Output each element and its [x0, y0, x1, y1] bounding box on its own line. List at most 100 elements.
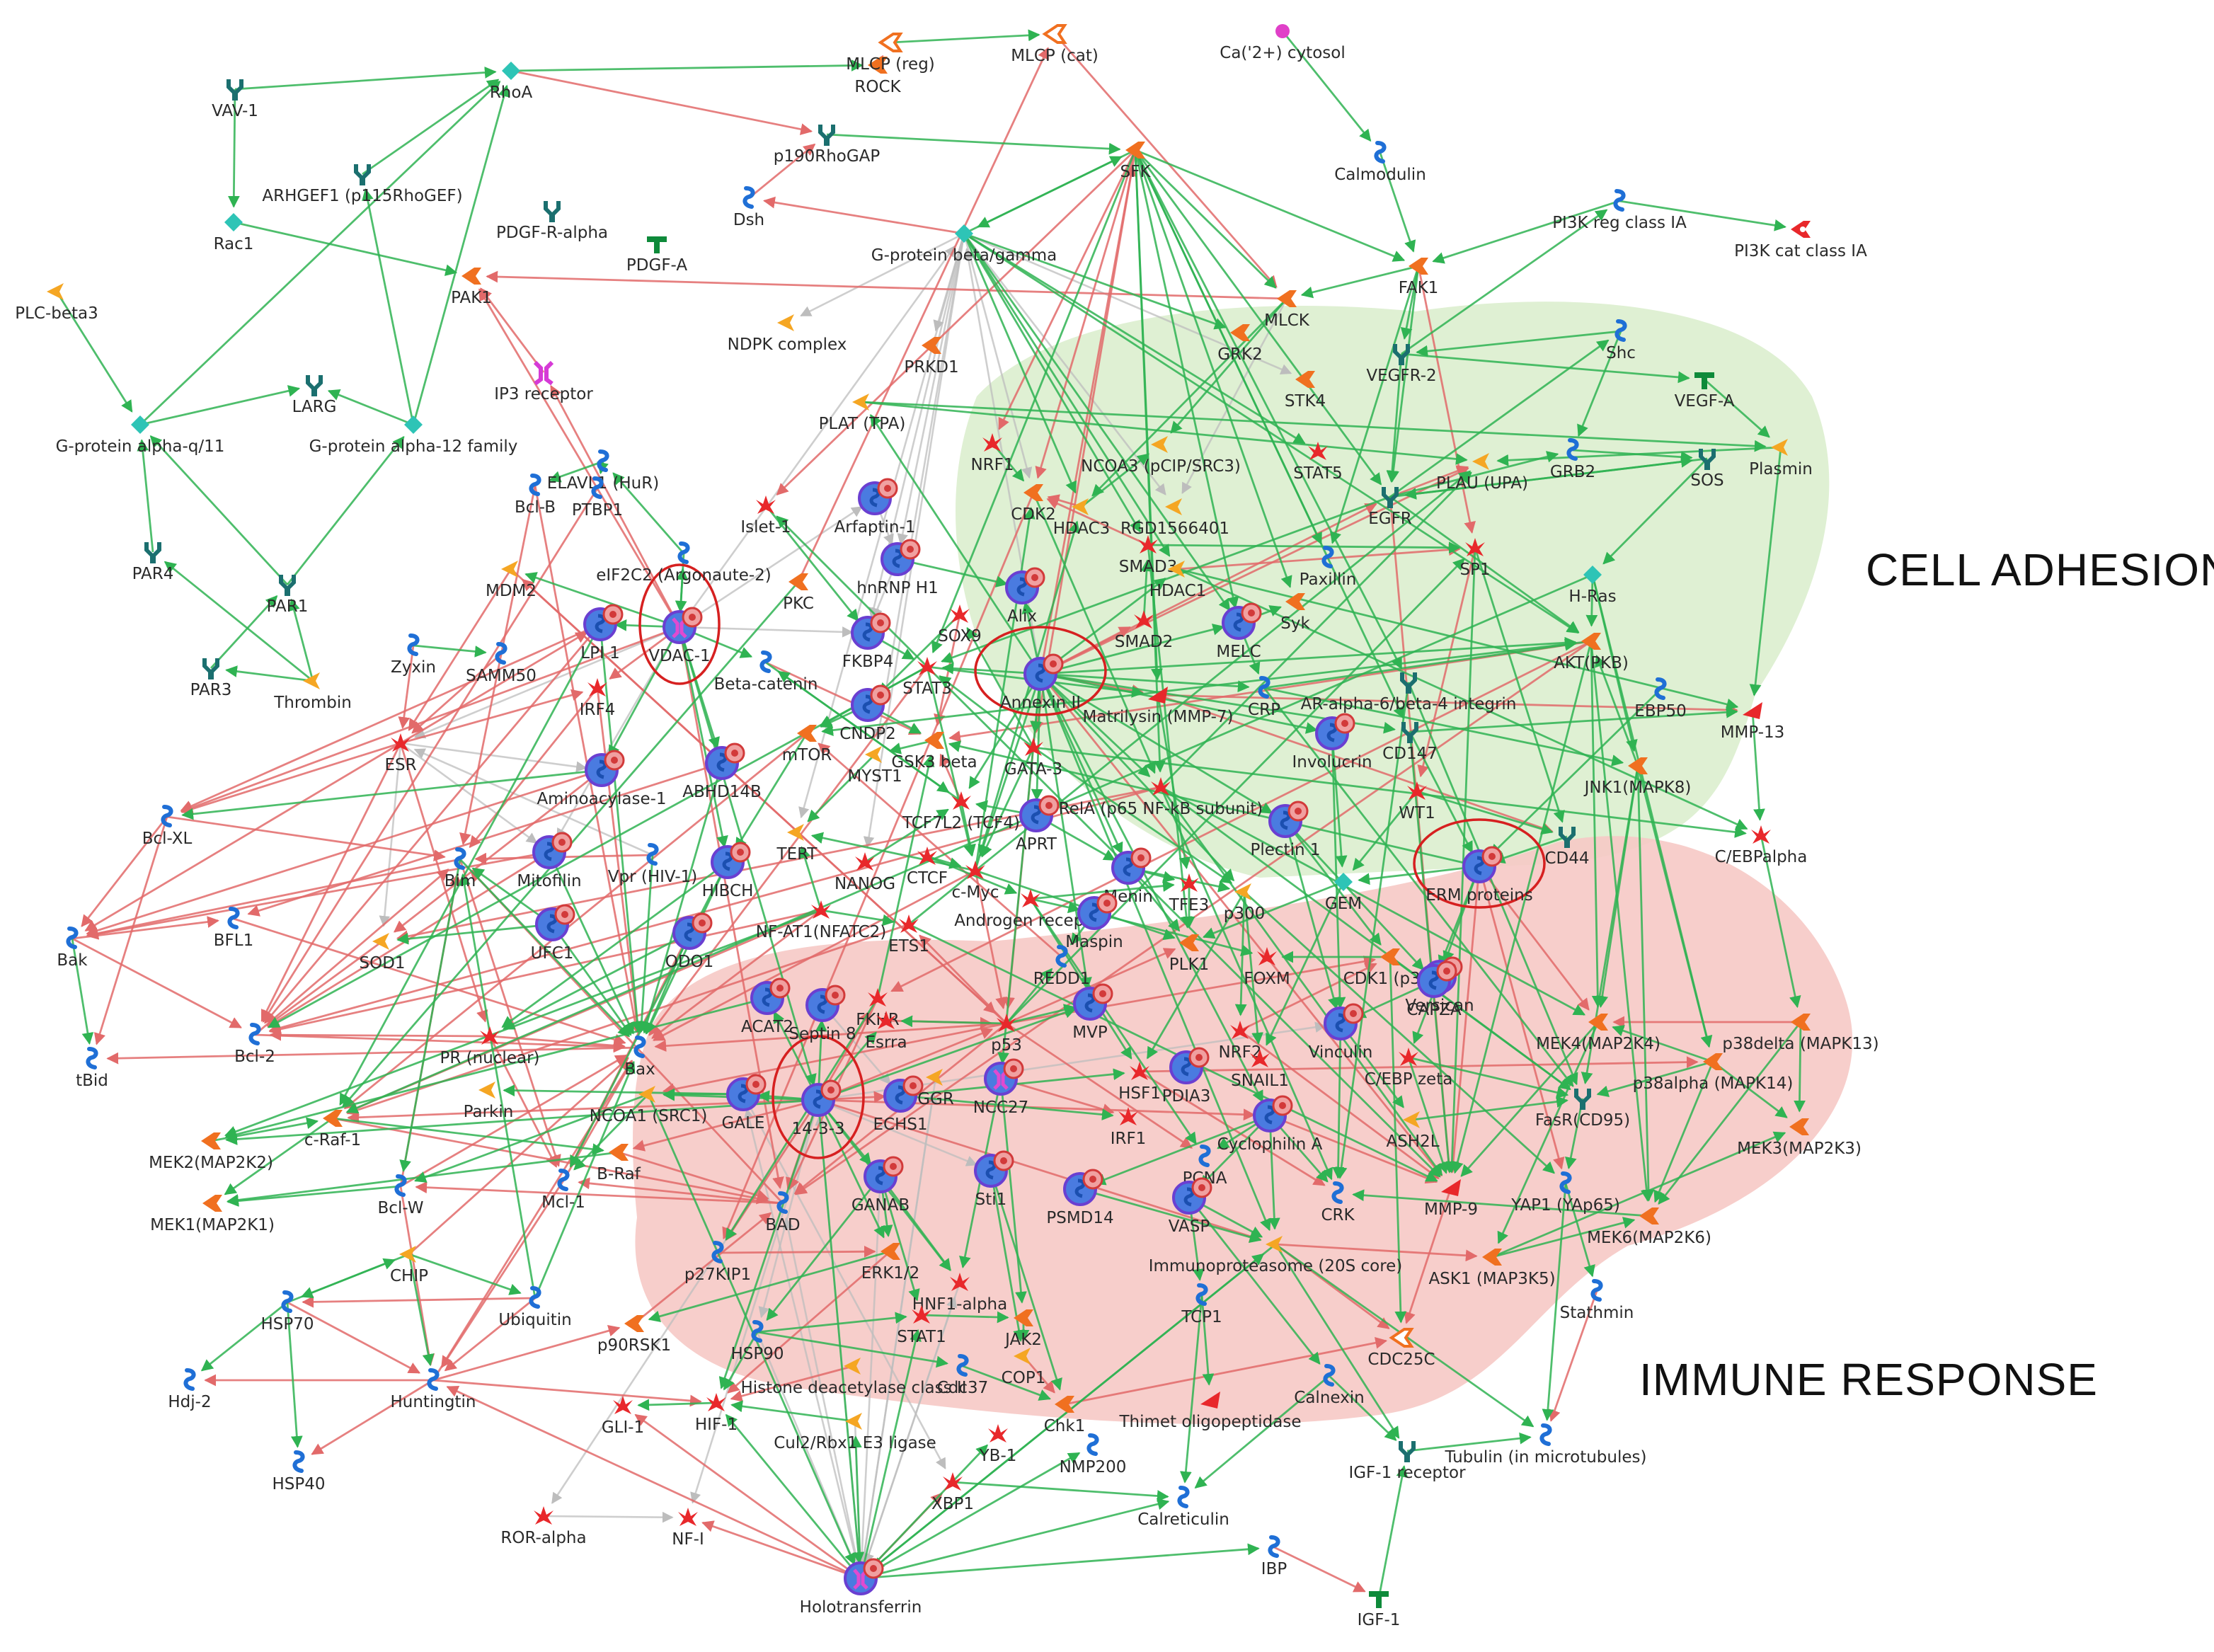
node-stat3[interactable]: STAT3 — [902, 657, 952, 698]
node-rela[interactable]: RelA (p65 NF-kB subunit) — [1059, 777, 1263, 818]
node-p90rsk1[interactable]: p90RSK1 — [597, 1315, 671, 1355]
node-hif1[interactable]: HIF-1 — [695, 1393, 738, 1434]
node-hsf1[interactable]: HSF1 — [1118, 1062, 1161, 1103]
node-ncoa1[interactable]: NCOA1 (SRC1) — [590, 1086, 708, 1125]
node-stat5[interactable]: STAT5 — [1293, 442, 1343, 483]
node-tert[interactable]: TERT — [776, 824, 818, 864]
node-crp[interactable]: CRP — [1248, 676, 1280, 719]
node-ca[interactable]: Ca('2+) cytosol — [1220, 24, 1346, 62]
node-fak1[interactable]: FAK1 — [1399, 258, 1439, 297]
node-nfi[interactable]: NF-I — [672, 1508, 704, 1549]
node-rora[interactable]: ROR-alpha — [500, 1506, 587, 1547]
node-tfe3[interactable]: TFE3 — [1169, 873, 1209, 914]
node-prnuc[interactable]: PR (nuclear) — [440, 1026, 540, 1067]
node-bfl1[interactable]: BFL1 — [214, 907, 253, 950]
node-tcf7l2[interactable]: TCF7L2 (TCF4) — [902, 791, 1020, 832]
node-ask1[interactable]: ASK1 (MAP3K5) — [1428, 1249, 1556, 1288]
node-fkbp4[interactable]: FKBP4 — [842, 612, 894, 671]
node-erk12[interactable]: ERK1/2 — [861, 1243, 920, 1283]
node-thrombin[interactable]: Thrombin — [273, 672, 352, 712]
node-bclb[interactable]: Bcl-B — [515, 474, 556, 517]
node-gsk3b[interactable]: GSK3 beta — [891, 732, 977, 771]
node-grb2[interactable]: GRB2 — [1550, 438, 1595, 481]
node-cdc37[interactable]: Cdc37 — [937, 1354, 989, 1397]
node-arhgef1[interactable]: ARHGEF1 (p115RhoGEF) — [262, 164, 463, 205]
node-sti1[interactable]: Sti1 — [974, 1150, 1014, 1209]
node-pi3kreg[interactable]: PI3K reg class IA — [1552, 189, 1687, 232]
node-alix[interactable]: Alix — [1005, 567, 1045, 626]
node-crk[interactable]: CRK — [1321, 1181, 1355, 1224]
node-calreticulin[interactable]: Calreticulin — [1137, 1486, 1229, 1529]
node-bak[interactable]: Bak — [57, 927, 88, 970]
node-hibch[interactable]: HIBCH — [702, 842, 754, 900]
node-pkc[interactable]: PKC — [783, 573, 814, 613]
node-p27[interactable]: p27KIP1 — [684, 1241, 751, 1284]
node-nrf1[interactable]: NRF1 — [970, 433, 1014, 474]
node-hsp90[interactable]: HSP90 — [730, 1320, 784, 1363]
node-holotransferrin[interactable]: Holotransferrin — [800, 1558, 922, 1617]
node-stat1[interactable]: STAT1 — [897, 1305, 946, 1346]
node-rgd[interactable]: RGD1566401 — [1120, 498, 1229, 538]
node-chip[interactable]: CHIP — [390, 1246, 428, 1285]
node-redd1[interactable]: REDD1 — [1033, 945, 1091, 988]
node-annexin2[interactable]: Annexin II — [1000, 653, 1081, 712]
node-prkd1[interactable]: PRKD1 — [904, 337, 959, 377]
node-dsh[interactable]: Dsh — [733, 186, 764, 229]
node-bclw[interactable]: Bcl-W — [378, 1174, 424, 1217]
node-mvp[interactable]: MVP — [1072, 983, 1113, 1042]
node-larg[interactable]: LARG — [292, 375, 337, 416]
node-igf1[interactable]: IGF-1 — [1358, 1591, 1401, 1629]
node-rac1[interactable]: Rac1 — [214, 213, 254, 253]
node-hsp40[interactable]: HSP40 — [272, 1450, 326, 1493]
node-nanog[interactable]: NANOG — [834, 852, 895, 893]
node-egfr[interactable]: EGFR — [1368, 487, 1412, 528]
node-eif2c2[interactable]: eIF2C2 (Argonaute-2) — [596, 541, 772, 585]
node-cd44[interactable]: CD44 — [1544, 827, 1590, 868]
node-craf[interactable]: c-Raf-1 — [304, 1110, 361, 1149]
node-nmp200[interactable]: NMP200 — [1060, 1433, 1127, 1476]
node-ebp50[interactable]: EBP50 — [1634, 677, 1687, 721]
node-tbid[interactable]: tBid — [76, 1047, 108, 1090]
node-gata3[interactable]: GATA-3 — [1004, 738, 1062, 779]
node-cebpz[interactable]: C/EBP zeta — [1365, 1048, 1453, 1089]
node-cd147[interactable]: CD147 — [1382, 722, 1438, 763]
node-plasmin[interactable]: Plasmin — [1749, 439, 1813, 478]
node-mdm2[interactable]: MDM2 — [486, 561, 537, 600]
node-yb1[interactable]: YB-1 — [979, 1424, 1017, 1465]
node-septin8[interactable]: Septin 8 — [788, 985, 856, 1043]
node-pdgfa[interactable]: PDGF-A — [626, 236, 687, 275]
node-par1[interactable]: PAR1 — [267, 575, 309, 616]
node-irf1[interactable]: IRF1 — [1111, 1107, 1147, 1148]
node-abhd14b[interactable]: ABHD14B — [682, 742, 762, 801]
node-xbp1[interactable]: XBP1 — [931, 1472, 974, 1513]
node-sod1[interactable]: SOD1 — [359, 933, 406, 973]
node-hdj2[interactable]: Hdj-2 — [168, 1368, 212, 1411]
node-cdk2[interactable]: CDK2 — [1011, 484, 1056, 524]
node-vav1[interactable]: VAV-1 — [212, 79, 258, 120]
node-maspin[interactable]: Maspin — [1065, 893, 1123, 951]
node-echs1[interactable]: ECHS1 — [873, 1075, 928, 1134]
node-p190[interactable]: p190RhoGAP — [774, 125, 881, 166]
node-smad3[interactable]: SMAD3 — [1119, 535, 1178, 576]
node-wt1[interactable]: WT1 — [1399, 781, 1435, 822]
node-stk4[interactable]: STK4 — [1285, 371, 1326, 411]
node-mek3[interactable]: MEK3(MAP2K3) — [1737, 1118, 1862, 1158]
node-tubulin[interactable]: Tubulin (in microtubules) — [1445, 1423, 1647, 1467]
node-immuno[interactable]: Immunoproteasome (20S core) — [1149, 1236, 1403, 1275]
node-acat2[interactable]: ACAT2 — [741, 977, 793, 1036]
node-bcl2[interactable]: Bcl-2 — [234, 1023, 275, 1066]
node-esr[interactable]: ESR — [384, 733, 417, 774]
node-plectin[interactable]: Plectin 1 — [1251, 801, 1321, 859]
node-ctcf[interactable]: CTCF — [907, 847, 948, 888]
node-gaq[interactable]: G-protein alpha-q/11 — [56, 415, 225, 456]
node-par3[interactable]: PAR3 — [190, 658, 232, 699]
node-tcp1[interactable]: TCP1 — [1181, 1283, 1222, 1326]
node-melc[interactable]: MELC — [1216, 602, 1262, 661]
node-mek2[interactable]: MEK2(MAP2K2) — [149, 1132, 273, 1172]
node-hras[interactable]: H-Ras — [1568, 566, 1617, 606]
node-ndpk[interactable]: NDPK complex — [728, 314, 847, 354]
node-braf[interactable]: B-Raf — [597, 1144, 641, 1183]
node-hdac3[interactable]: HDAC3 — [1053, 498, 1111, 538]
node-mek6[interactable]: MEK6(MAP2K6) — [1587, 1208, 1711, 1247]
node-jak2[interactable]: JAK2 — [1004, 1309, 1042, 1349]
